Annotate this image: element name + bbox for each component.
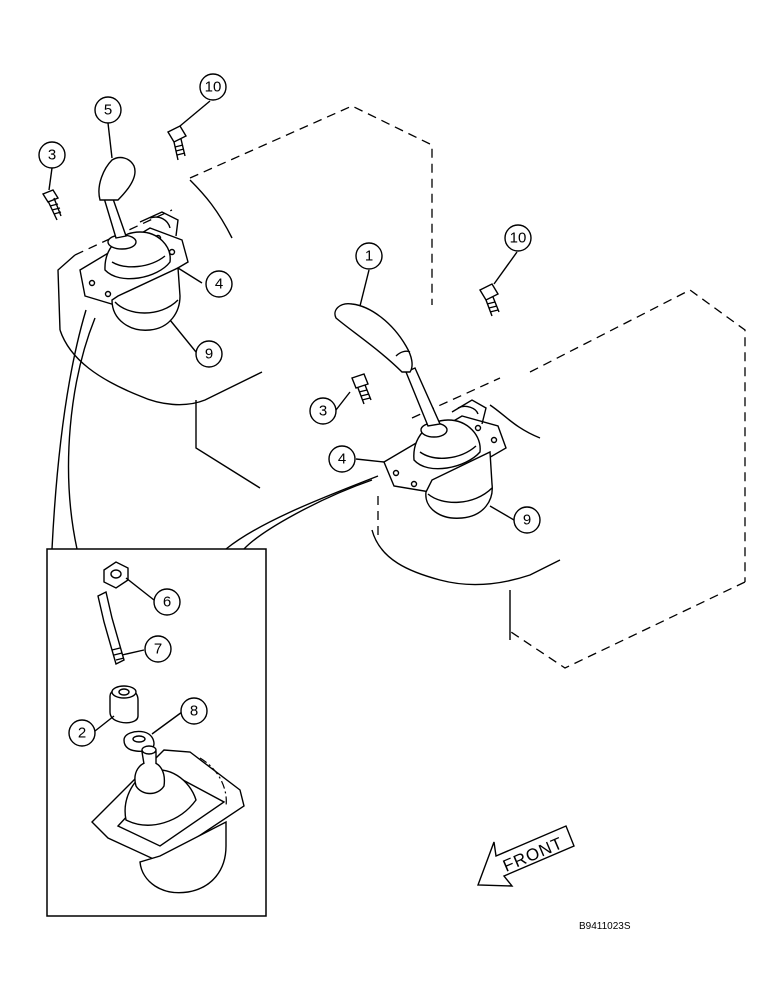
callout-4-left: 4	[205, 270, 233, 298]
right-bolt-3	[351, 373, 372, 405]
callout-1: 1	[355, 242, 383, 270]
figure-id: B9411023S	[579, 921, 631, 932]
right-bolt-10	[479, 283, 500, 317]
callout-9-left: 9	[195, 340, 223, 368]
svg-text:5: 5	[104, 102, 112, 119]
callout-3-left: 3	[38, 141, 66, 169]
svg-text:4: 4	[215, 276, 223, 293]
callout-3-right: 3	[309, 397, 337, 425]
svg-text:2: 2	[78, 725, 86, 742]
callout-9-right: 9	[513, 506, 541, 534]
inset-valve-body	[91, 745, 245, 894]
svg-text:10: 10	[205, 79, 222, 96]
inset-bushing-2	[109, 685, 139, 724]
callout-5: 5	[94, 96, 122, 124]
callout-4-right: 4	[328, 445, 356, 473]
svg-text:4: 4	[338, 451, 346, 468]
svg-text:3: 3	[48, 147, 56, 164]
svg-text:7: 7	[154, 641, 162, 658]
right-joystick	[334, 303, 507, 519]
callout-6: 6	[153, 588, 181, 616]
svg-text:9: 9	[523, 512, 531, 529]
svg-text:10: 10	[510, 230, 527, 247]
front-arrow: FRONT	[477, 825, 575, 887]
inset-rod-7	[97, 590, 125, 666]
left-bolt-10	[167, 125, 187, 161]
callout-2: 2	[68, 719, 96, 747]
callout-7: 7	[144, 635, 172, 663]
svg-text:9: 9	[205, 346, 213, 363]
left-bolt-3	[41, 189, 62, 221]
right-console-outline	[371, 289, 746, 669]
svg-text:3: 3	[319, 403, 327, 420]
svg-text:1: 1	[365, 248, 373, 265]
left-joystick	[79, 156, 189, 331]
svg-text:6: 6	[163, 594, 171, 611]
callout-leaders	[48, 100, 518, 735]
svg-text:8: 8	[190, 703, 198, 720]
callout-10-left: 10	[199, 73, 227, 101]
callout-8: 8	[180, 697, 208, 725]
callout-10-right: 10	[504, 224, 532, 252]
